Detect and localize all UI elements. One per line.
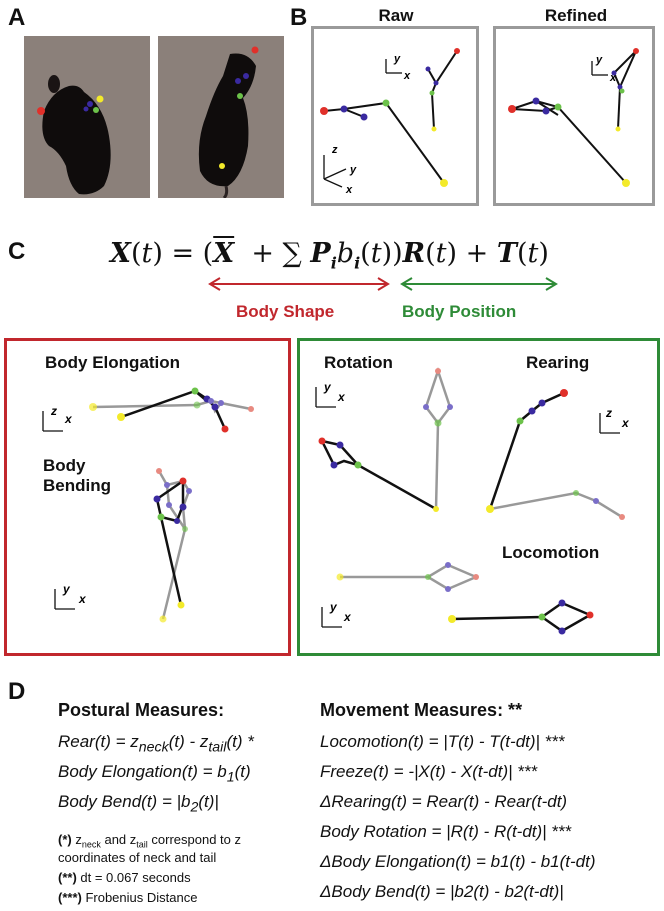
axis-x-label: x (64, 412, 73, 426)
shape-position-arrows (208, 277, 558, 291)
axis-z-label: z (331, 144, 338, 156)
note-2-mark: (**) (58, 870, 77, 885)
note-1-a: z (71, 832, 82, 847)
body-shape-skeletons: z x y x (42, 387, 254, 623)
note-2-text: dt = 0.067 seconds (76, 870, 191, 885)
body-bend-equation: Body Bend(t) = |b2(t)| (58, 792, 219, 815)
rear-eq-pre: Rear(t) = z (58, 732, 139, 751)
bend-eq-sub: 2 (190, 799, 199, 816)
rear-eq-sub-neck: neck (138, 739, 169, 756)
axis-y-label: y (329, 600, 338, 614)
body-shape-box: Body Elongation Body Bending z x y x (4, 338, 291, 656)
refined-title: Refined (544, 6, 608, 25)
axis-z-label: z (605, 406, 612, 420)
axis-x-label: x (337, 390, 346, 404)
panel-a-letter: A (8, 4, 26, 31)
panel-c-letter: C (8, 238, 26, 265)
note-1-c: correspond to z (147, 832, 242, 847)
axis-x-label: x (609, 72, 617, 84)
note-3: (***) Frobenius Distance (58, 890, 197, 905)
locomotion-equation: Locomotion(t) = |T(t) - T(t-dt)| *** (320, 732, 565, 751)
note-1-sub-tail: tail (136, 839, 148, 850)
refined-skeleton: y x (508, 48, 639, 187)
refined-skeleton-box: y x (493, 26, 655, 206)
axis-x-label: x (403, 70, 411, 82)
raw-skeleton-box: y x z y x (311, 26, 479, 206)
body-position-label: Body Position (402, 302, 517, 321)
movement-measures-heading: Movement Measures: ** (320, 700, 523, 720)
body-bending-title-line2: Bending (43, 476, 111, 495)
axis-y-label: y (595, 54, 603, 66)
axis-y-label: y (323, 380, 332, 394)
axis-y-label: y (349, 164, 357, 176)
rear-eq-post: (t) * (226, 732, 254, 751)
body-rotation-equation: Body Rotation = |R(t) - R(t-dt)| *** (320, 822, 572, 841)
body-bending-title-line1: Body (43, 456, 86, 475)
note-3-mark: (***) (58, 890, 82, 905)
raw-title: Raw (378, 6, 414, 25)
shape-model-equation: X(t) = (X + ∑ Pibi(t))R(t) + T(t) (110, 238, 549, 273)
note-1: (*) zneck and ztail correspond to z (58, 832, 241, 850)
axis-z-label: z (50, 404, 57, 418)
postural-measures-heading: Postural Measures: (58, 700, 225, 720)
note-1-b: and z (100, 832, 137, 847)
note-2: (**) dt = 0.067 seconds (58, 870, 191, 885)
locomotion-title: Locomotion (502, 543, 600, 562)
panel-d-letter: D (8, 678, 26, 705)
body-position-box: Rotation Rearing Locomotion y x z x y x (297, 338, 660, 656)
mouse-photo-rear (158, 36, 284, 198)
mouse-photo-side (24, 36, 150, 198)
rear-eq-sub-tail: tail (208, 739, 227, 756)
body-elongation-equation: Body Elongation(t) = b1(t) (58, 762, 251, 785)
freeze-equation: Freeze(t) = -|X(t) - X(t-dt)| *** (320, 762, 538, 781)
note-3-text: Frobenius Distance (81, 890, 198, 905)
rotation-title: Rotation (324, 353, 393, 372)
panel-b-letter: B (290, 4, 308, 31)
note-1-mark: (*) (58, 832, 72, 847)
body-shape-label: Body Shape (236, 302, 335, 321)
axis-x-label: x (78, 592, 87, 606)
axis-x-label: x (343, 610, 352, 624)
eq-mean-shape: X (213, 238, 235, 269)
axis-x-label: x (345, 184, 353, 196)
delta-body-elongation-equation: ΔBody Elongation(t) = b1(t) - b1(t-dt) (320, 852, 596, 871)
body-bending-title: Body Bending (43, 456, 111, 496)
delta-rearing-equation: ΔRearing(t) = Rear(t) - Rear(t-dt) (320, 792, 568, 811)
rear-equation: Rear(t) = zneck(t) - ztail(t) * (58, 732, 254, 755)
axis-y-label: y (62, 582, 71, 596)
rearing-title: Rearing (526, 353, 590, 372)
rear-eq-mid: (t) - z (168, 732, 209, 751)
bend-eq-post: (t)| (198, 792, 219, 811)
note-1-line2: coordinates of neck and tail (58, 850, 217, 865)
elong-eq-post: (t) (234, 762, 251, 781)
axis-y-label: y (393, 53, 401, 65)
bend-eq-pre: Body Bend(t) = |b (58, 792, 191, 811)
delta-body-bend-equation: ΔBody Bend(t) = |b2(t) - b2(t-dt)| (320, 882, 564, 901)
note-1-sub-neck: neck (81, 839, 101, 850)
body-position-skeletons: y x z x y x (315, 367, 630, 635)
body-elongation-title: Body Elongation (45, 353, 181, 372)
elong-eq-sub: 1 (226, 769, 235, 786)
axis-x-label: x (621, 416, 630, 430)
elong-eq-pre: Body Elongation(t) = b (58, 762, 227, 781)
raw-skeleton: y x z y x (320, 48, 460, 196)
